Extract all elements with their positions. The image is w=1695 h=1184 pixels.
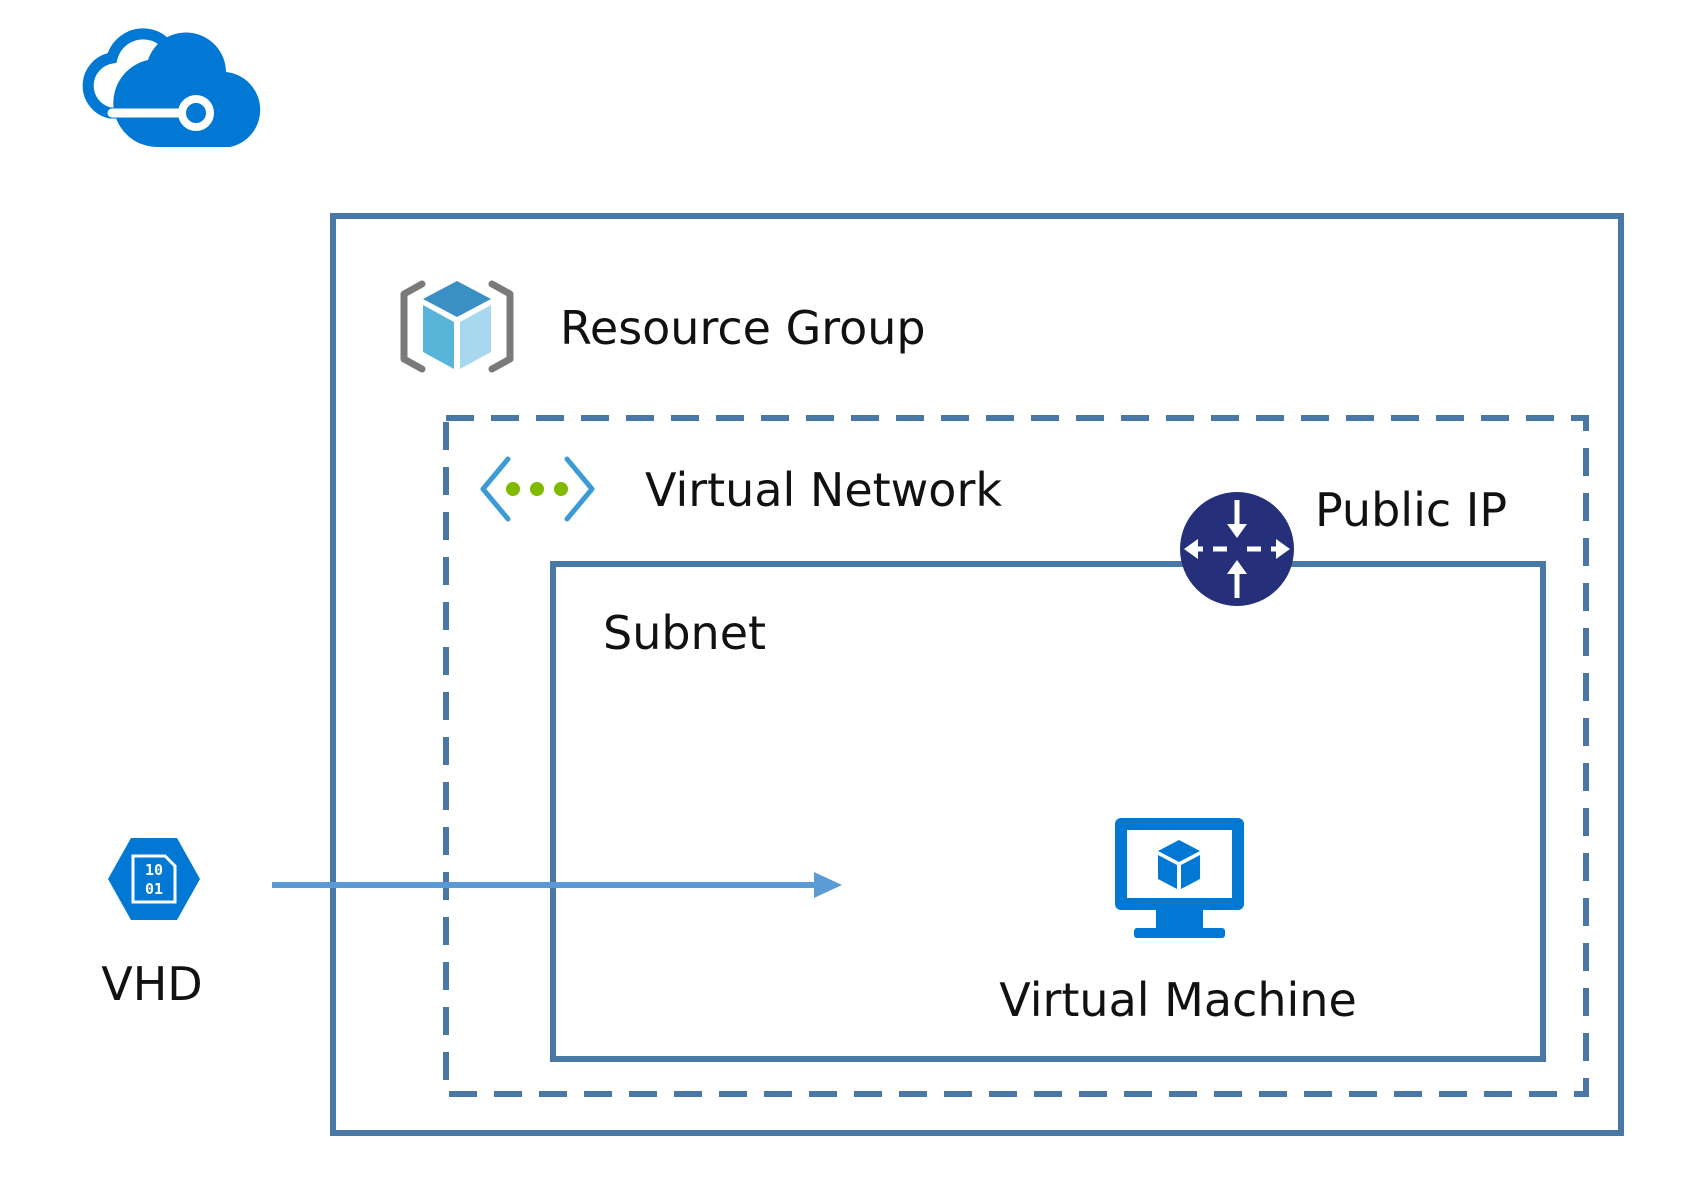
public-ip-label: Public IP	[1315, 483, 1507, 537]
vhd-disk-icon: 10 01	[108, 838, 200, 920]
public-ip-router-icon	[1180, 492, 1294, 606]
resource-group-label: Resource Group	[560, 301, 926, 355]
virtual-network-container	[443, 415, 1589, 1097]
virtual-machine-label: Virtual Machine	[999, 973, 1357, 1027]
azure-cloud-icon	[82, 28, 261, 148]
resource-group-cube-icon	[400, 280, 514, 373]
virtual-machine-monitor-icon	[1115, 818, 1244, 938]
virtual-network-icon	[480, 456, 595, 522]
subnet-container	[550, 561, 1546, 1062]
resource-group-container	[330, 213, 1624, 1136]
vhd-icon-bits-bottom: 01	[145, 880, 163, 898]
vhd-label: VHD	[101, 957, 202, 1011]
virtual-network-label: Virtual Network	[645, 463, 1002, 517]
vhd-icon-bits-top: 10	[145, 861, 163, 879]
vhd-to-vm-arrow	[272, 872, 842, 898]
subnet-label: Subnet	[603, 606, 766, 660]
